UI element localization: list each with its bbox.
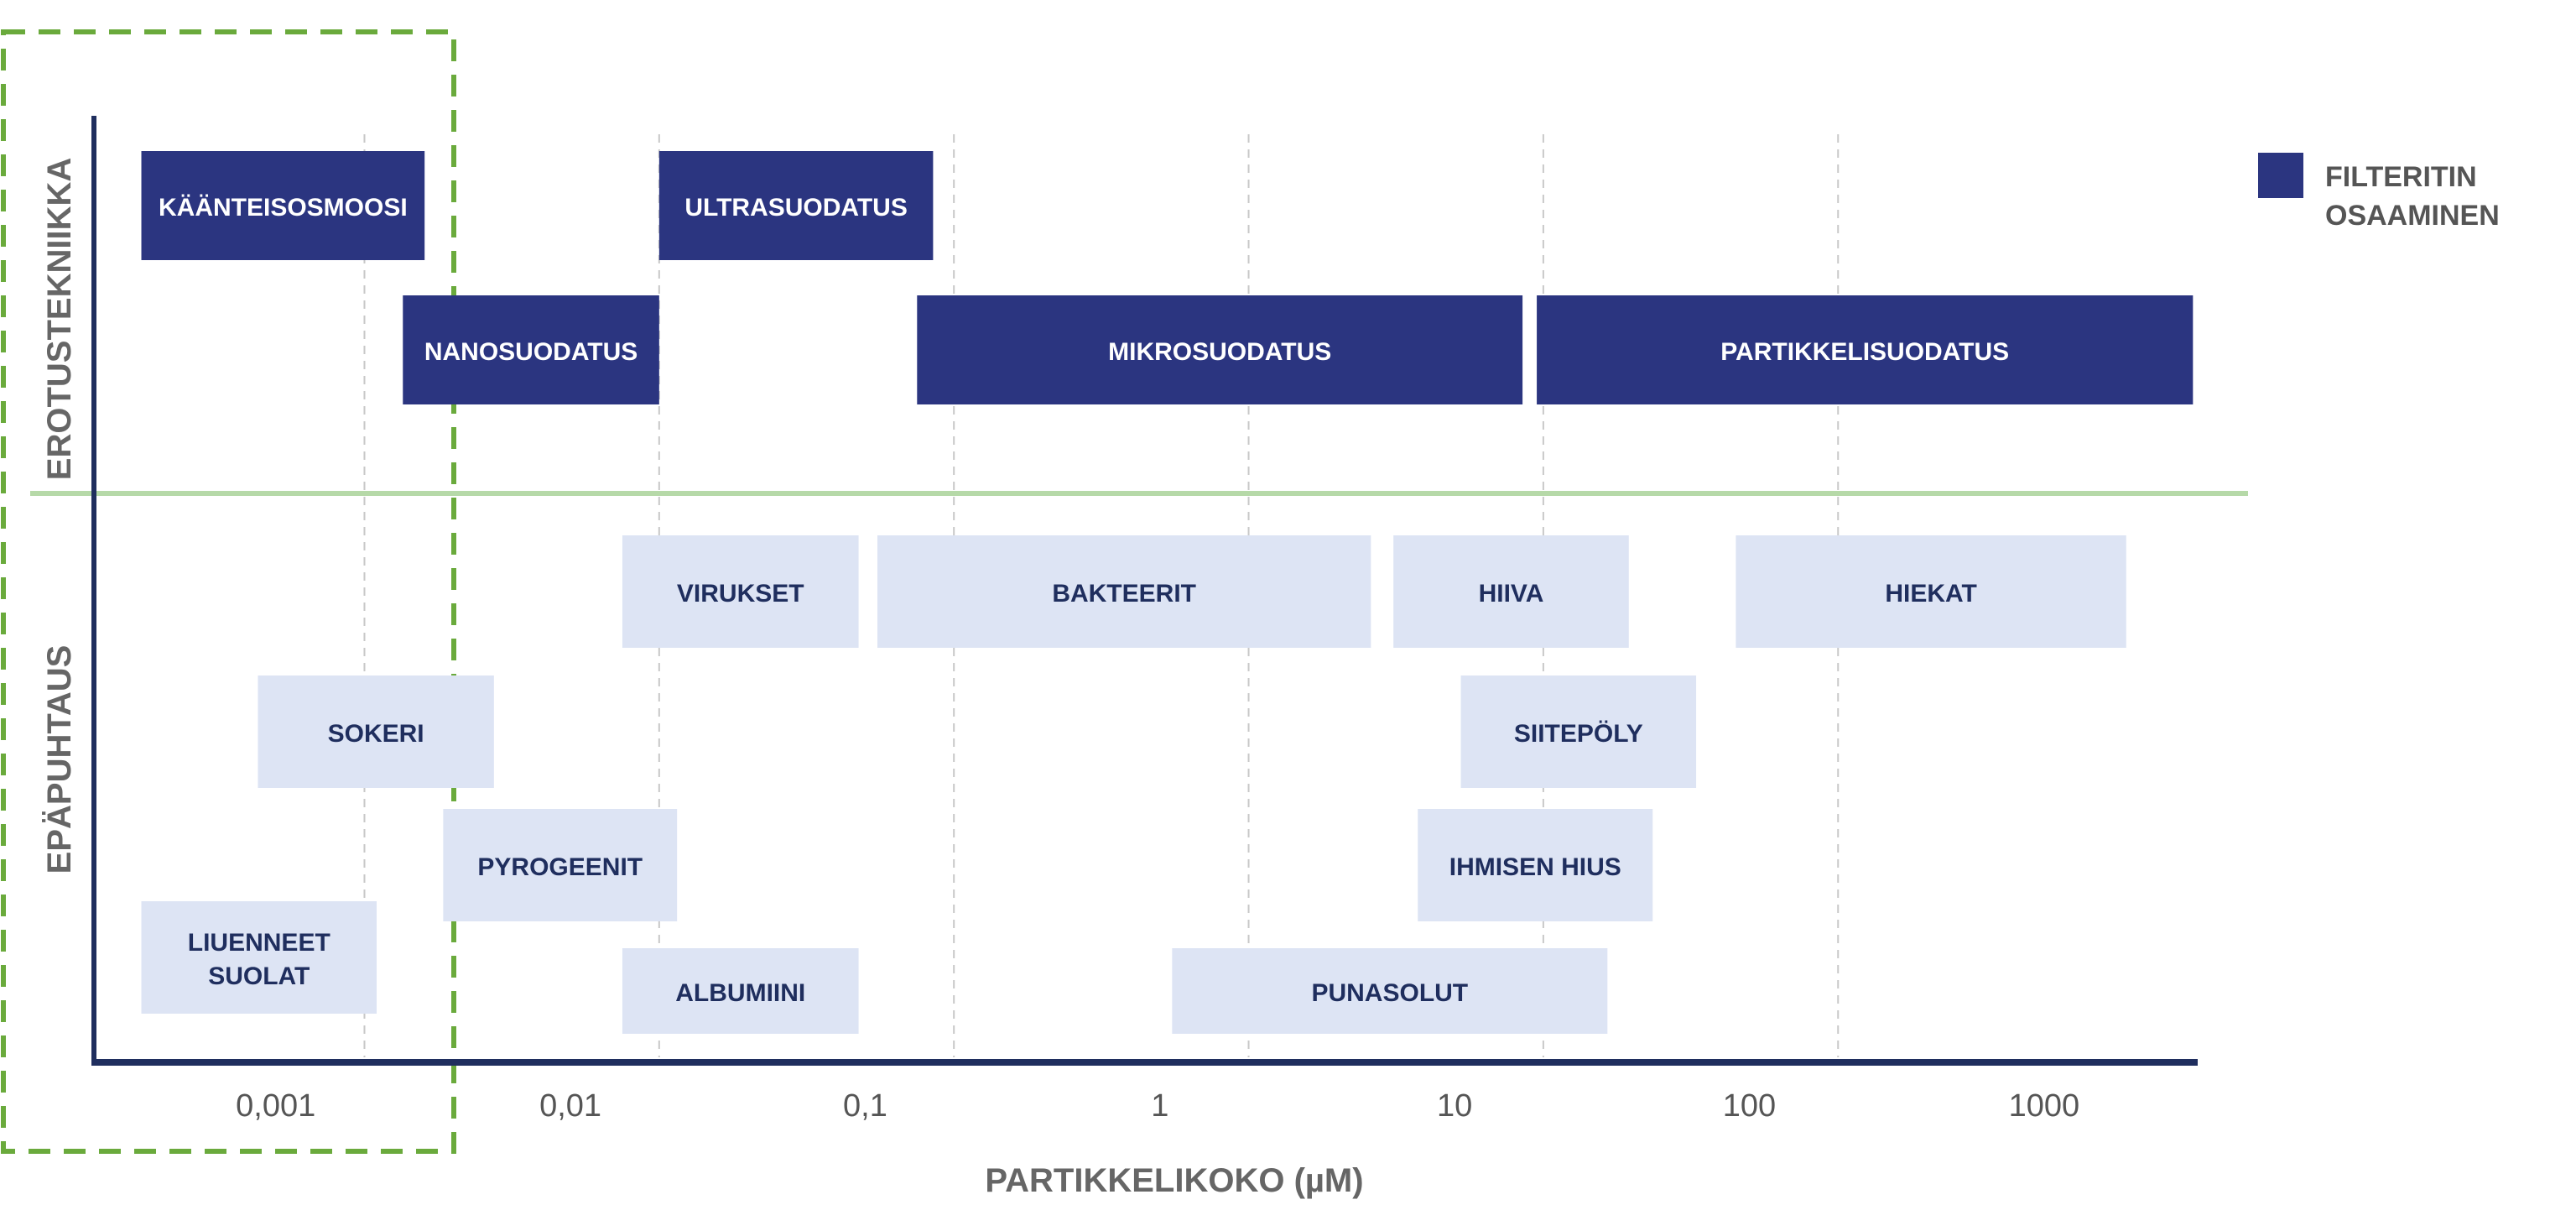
bar-bakteerit: BAKTEERIT: [877, 535, 1371, 648]
legend: FILTERITIN OSAAMINEN: [2258, 153, 2500, 232]
bar-virukset: VIRUKSET: [622, 535, 859, 648]
bar-label: PARTIKKELISUODATUS: [1720, 338, 2009, 366]
bar-label: SUOLAT: [208, 962, 310, 990]
x-axis-title: PARTIKKELIKOKO (µM): [985, 1162, 1363, 1199]
bar-label: PUNASOLUT: [1311, 979, 1468, 1007]
bar-albumiini: ALBUMIINI: [622, 948, 859, 1034]
bar-label: BAKTEERIT: [1052, 580, 1196, 608]
bar-label: ULTRASUODATUS: [684, 194, 908, 222]
x-tick-label: 10: [1437, 1088, 1472, 1124]
x-tick-label: 1000: [2009, 1088, 2080, 1124]
x-tick-label: 1: [1151, 1088, 1168, 1124]
bar-rect: [141, 901, 377, 1014]
legend-label-line1: FILTERITIN: [2325, 161, 2477, 193]
bar-label: SOKERI: [328, 720, 424, 748]
bar-rect: [403, 295, 659, 404]
x-tick-label: 0,1: [843, 1088, 887, 1124]
group-label-epäpuhtaus: EPÄPUHTAUS: [41, 645, 78, 874]
bar-label: MIKROSUODATUS: [1108, 338, 1331, 366]
bar-rect: [622, 948, 859, 1034]
bar-sokeri: SOKERI: [258, 675, 494, 788]
bar-nanosuodatus: NANOSUODATUS: [403, 295, 659, 404]
bar-label: HIEKAT: [1885, 580, 1976, 608]
bar-label: IHMISEN HIUS: [1449, 853, 1621, 881]
bar-rect: [1736, 535, 2126, 648]
bars-layer: KÄÄNTEISOSMOOSI ULTRASUODATUS NANOSUODATUS…: [141, 151, 2194, 1034]
bar-siitepöly: SIITEPÖLY: [1460, 675, 1697, 788]
bar-partikkelisuodatus: PARTIKKELISUODATUS: [1537, 295, 2194, 404]
bar-label: ALBUMIINI: [675, 979, 805, 1007]
bar-ihmisen-hius: IHMISEN HIUS: [1418, 809, 1653, 921]
bar-rect: [658, 151, 934, 260]
legend-swatch: [2258, 153, 2303, 198]
bar-rect: [443, 809, 678, 921]
bar-rect: [622, 535, 859, 648]
bar-label: KÄÄNTEISOSMOOSI: [159, 194, 408, 222]
bar-label: HIIVA: [1479, 580, 1544, 608]
x-tick-label: 100: [1723, 1088, 1776, 1124]
bar-label: PYROGEENIT: [477, 853, 643, 881]
bar-mikrosuodatus: MIKROSUODATUS: [917, 295, 1523, 404]
bar-rect: [141, 151, 425, 260]
bar-label: SIITEPÖLY: [1514, 720, 1643, 748]
highlight-range-box: [1, 29, 456, 1154]
x-tick-label: 0,001: [236, 1088, 315, 1124]
bar-rect: [1460, 675, 1697, 788]
bar-label: VIRUKSET: [677, 580, 804, 608]
bar-rect: [1537, 295, 2194, 404]
bar-punasolut: PUNASOLUT: [1172, 948, 1608, 1034]
legend-label-line2: OSAAMINEN: [2325, 200, 2500, 232]
bar-rect: [1418, 809, 1653, 921]
bar-rect: [1393, 535, 1629, 648]
bar-pyrogeenit: PYROGEENIT: [443, 809, 678, 921]
bar-hiiva: HIIVA: [1393, 535, 1629, 648]
bar-rect: [917, 295, 1523, 404]
bar-label: LIUENNEET: [188, 929, 330, 957]
bar-ultrasuodatus: ULTRASUODATUS: [658, 151, 934, 260]
bar-label: NANOSUODATUS: [424, 338, 637, 366]
x-tick-label: 0,01: [539, 1088, 601, 1124]
bar-käänteisosmoosi: KÄÄNTEISOSMOOSI: [141, 151, 425, 260]
bar-liuenneet-suolat: LIUENNEET SUOLAT: [141, 901, 377, 1014]
group-label-erotustekniikka: EROTUSTEKNIIKKA: [41, 158, 78, 480]
bar-rect: [1172, 948, 1608, 1034]
bar-rect: [258, 675, 494, 788]
bar-rect: [877, 535, 1371, 648]
bar-hiekat: HIEKAT: [1736, 535, 2126, 648]
